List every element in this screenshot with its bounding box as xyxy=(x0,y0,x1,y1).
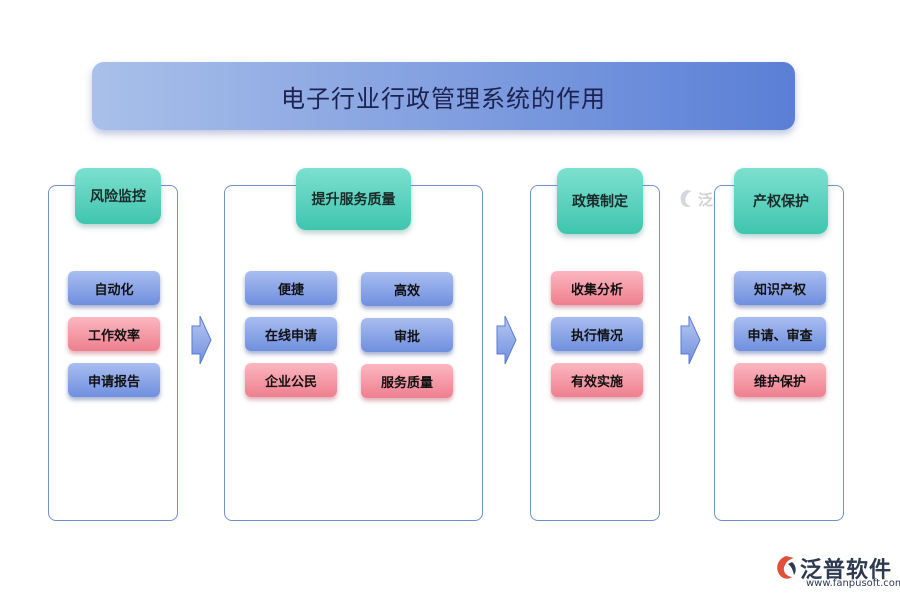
item-automation: 自动化 xyxy=(68,271,160,305)
item-intellectual-property: 知识产权 xyxy=(734,271,826,305)
header-risk-monitoring: 风险监控 xyxy=(75,168,161,224)
header-service-quality: 提升服务质量 xyxy=(296,168,411,230)
panel-policy-making xyxy=(530,185,660,521)
brand-logo-text: 泛普软件 xyxy=(800,558,893,583)
watermark-logo-icon xyxy=(680,190,692,208)
item-service-quality: 服务质量 xyxy=(361,364,453,398)
flow-arrow-1 xyxy=(191,316,212,364)
header-ip-protection: 产权保护 xyxy=(734,168,828,234)
header-policy-making: 政策制定 xyxy=(557,168,643,234)
brand-logo-icon xyxy=(777,556,796,579)
diagram-title: 电子行业行政管理系统的作用 xyxy=(92,62,795,130)
panel-risk-monitoring xyxy=(48,185,178,521)
flow-arrow-3 xyxy=(680,316,701,364)
item-maintain-protect: 维护保护 xyxy=(734,363,826,397)
item-collect-analyze: 收集分析 xyxy=(551,271,643,305)
item-work-efficiency: 工作效率 xyxy=(68,317,160,351)
item-application-report: 申请报告 xyxy=(68,363,160,397)
item-convenient: 便捷 xyxy=(245,271,337,305)
flow-arrow-2 xyxy=(496,316,517,364)
item-efficient: 高效 xyxy=(361,272,453,306)
item-corporate-citizen: 企业公民 xyxy=(245,363,337,397)
panel-service-quality xyxy=(224,185,483,521)
item-execution-status: 执行情况 xyxy=(551,317,643,351)
item-approval: 审批 xyxy=(361,318,453,352)
item-online-application: 在线申请 xyxy=(245,317,337,351)
panel-ip-protection xyxy=(714,185,844,521)
brand-logo: 泛普软件 xyxy=(772,552,892,584)
brand-url: www.fanpusoft.com xyxy=(806,578,900,589)
item-application-review: 申请、审查 xyxy=(734,317,826,351)
item-effective-implementation: 有效实施 xyxy=(551,363,643,397)
